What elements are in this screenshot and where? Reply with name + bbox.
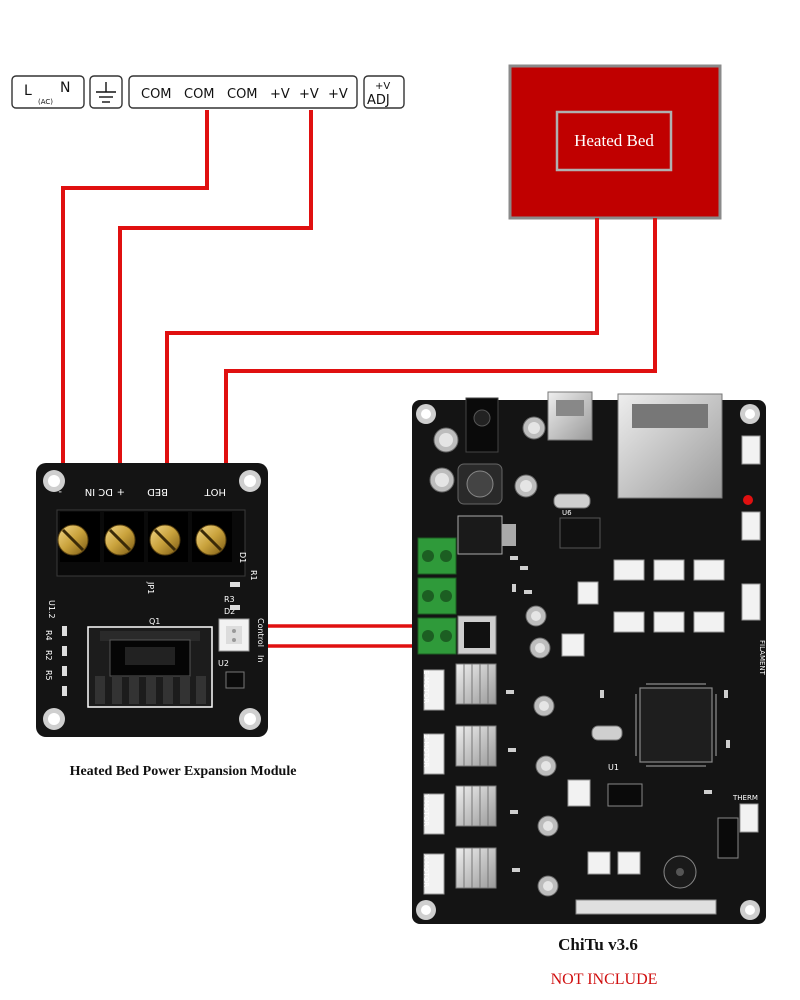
module-d2-label: D2 <box>224 607 235 616</box>
screw-terminals <box>57 512 232 562</box>
module-u1-label: U1.2 <box>47 600 56 619</box>
com-label-3: COM <box>227 87 258 102</box>
heated-bed-label: Heated Bed <box>574 131 654 150</box>
module-q1-label: Q1 <box>149 617 160 626</box>
module-r1-label: R1 <box>249 570 258 581</box>
module-r2-label: R2 <box>44 650 53 661</box>
v-label-2: +V <box>299 87 319 102</box>
not-include-note: NOT INCLUDE <box>551 971 658 988</box>
module-u2-label: U2 <box>218 659 229 668</box>
endstop-connectors <box>561 435 761 875</box>
wire-bed-to-hot-terminal <box>224 218 657 512</box>
supply-terminal-strip: L N (AC) COM COM COM +V +V +V +V ADJ <box>11 75 405 109</box>
e-motor-label: E-MOTOR <box>422 670 430 703</box>
module-r5-label: R5 <box>44 670 53 681</box>
module-r3-label: R3 <box>224 595 235 604</box>
module-u2-chip <box>225 671 245 689</box>
ac-label: (AC) <box>38 98 53 106</box>
u6-chip <box>559 517 601 549</box>
controller-mounting-holes <box>416 404 760 920</box>
terminal-plus-label: + <box>117 486 125 497</box>
terminal-dcin-label: DC IN <box>85 486 113 497</box>
controller-caption: ChiTu v3.6 <box>558 935 638 954</box>
module-in-label: In <box>256 655 265 662</box>
expansion-header <box>717 817 739 859</box>
module-r4-label: R4 <box>44 630 53 641</box>
module-control-label: Control <box>256 618 265 647</box>
power-module-caption: Heated Bed Power Expansion Module <box>70 764 297 779</box>
l-label: L <box>24 83 32 99</box>
com-v-box <box>128 75 358 109</box>
u1-label: U1 <box>608 763 619 772</box>
therm-label: THERM <box>732 794 758 802</box>
electrolytic-capacitors <box>429 416 559 897</box>
green-terminal-blocks <box>417 537 457 655</box>
adj-top-label: +V <box>375 81 390 92</box>
x-motor-label: X-MOTOR <box>422 854 430 887</box>
mcu-chip <box>639 687 713 763</box>
u6-label: U6 <box>562 509 572 517</box>
wire-v-to-dc-plus <box>118 110 313 512</box>
module-smd-parts <box>62 582 240 696</box>
terminal-minus-label: - <box>58 486 62 497</box>
terminal-hot-label: HOT <box>204 486 226 497</box>
power-expansion-module: - DC IN + BED HOT D1 R1 JP1 R3 D2 Q1 <box>36 463 268 737</box>
module-jp1-label: JP1 <box>146 581 155 594</box>
mcu-crystal <box>591 725 623 741</box>
ground-icon <box>96 82 116 103</box>
pin-header <box>607 783 643 807</box>
controller-smd-parts <box>506 556 730 872</box>
y-motor-label: Y-MOTOR <box>422 793 430 826</box>
z-motor-label: Z-MOTOR <box>422 734 430 768</box>
com-label-2: COM <box>184 87 215 102</box>
crystal-oscillator <box>553 493 591 509</box>
wire-com-to-dc-minus <box>61 110 209 512</box>
mcu-pins <box>635 683 717 767</box>
stepper-drivers <box>423 663 497 895</box>
module-d1-label: D1 <box>238 552 247 563</box>
terminal-bed-label: BED <box>147 486 168 497</box>
heated-bed-plate <box>508 64 722 220</box>
n-label: N <box>60 80 70 96</box>
module-mounting-holes <box>43 470 261 730</box>
module-control-connector <box>218 618 250 652</box>
wire-bed-to-bed-terminal <box>165 218 599 512</box>
v-label-3: +V <box>328 87 348 102</box>
filament-label: FILAMENT <box>758 640 766 676</box>
adj-bottom-label: ADJ <box>367 93 390 108</box>
mosfet-heatsink <box>87 626 213 708</box>
heated-bed-label-box <box>555 110 673 172</box>
lcd-ffc-connector <box>575 899 717 915</box>
voltage-regulator <box>457 515 503 555</box>
heated-bed: Heated Bed <box>508 64 722 220</box>
v-label-1: +V <box>270 87 290 102</box>
chitu-controller-board: U6 FILAMENT THERM <box>412 391 766 924</box>
status-led <box>743 495 753 505</box>
adj-box <box>363 75 405 109</box>
ln-box <box>11 75 85 109</box>
com-label-1: COM <box>141 87 172 102</box>
wires <box>61 110 657 648</box>
